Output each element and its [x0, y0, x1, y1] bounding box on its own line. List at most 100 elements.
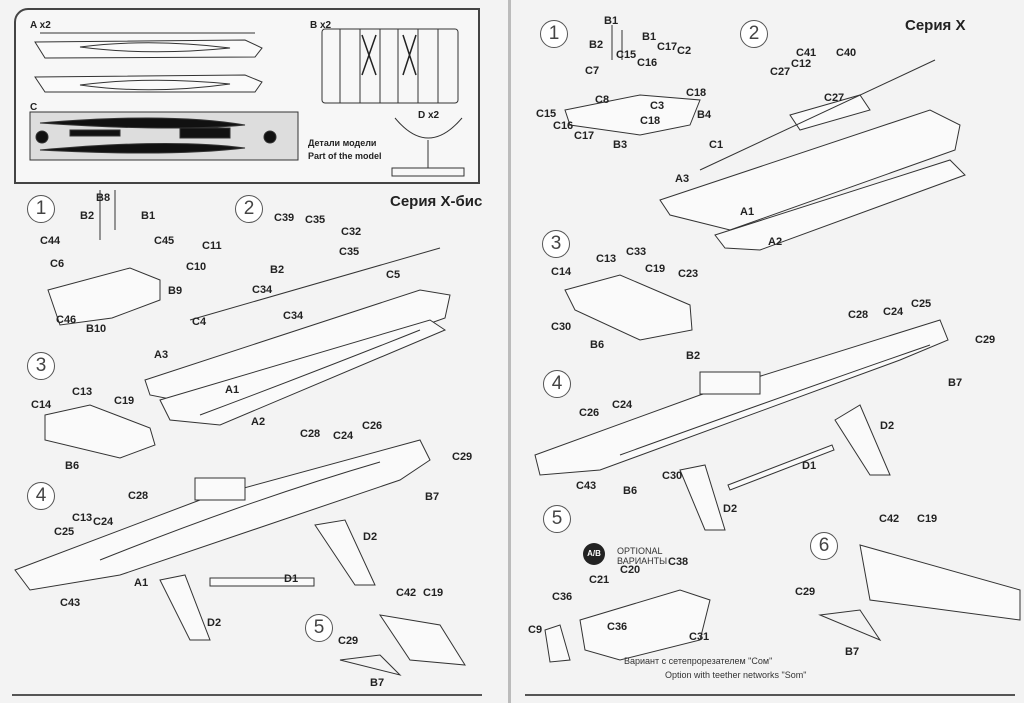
part-callout-label: A3 — [675, 173, 690, 185]
part-callout-label: B6 — [623, 485, 638, 497]
part-callout-label: A2 — [768, 236, 783, 248]
part-callout-label: B2 — [589, 39, 604, 51]
part-callout-label: C24 — [333, 430, 354, 442]
part-callout-label: C42 — [396, 587, 417, 599]
part-callout-label: C21 — [589, 574, 610, 586]
part-callout-label: C12 — [791, 58, 812, 70]
part-callout-label: C23 — [678, 268, 699, 280]
part-callout-label: C33 — [626, 246, 647, 258]
part-callout-label: C34 — [283, 310, 304, 322]
step-number-circle: 3 — [542, 230, 570, 258]
part-callout-label: B7 — [370, 677, 385, 689]
part-callout-label: A1 — [134, 577, 149, 589]
part-callout-label: C13 — [596, 253, 617, 265]
part-callout-label: C14 — [31, 399, 52, 411]
right-step1-tower-parts — [564, 25, 701, 136]
part-callout-label: C7 — [585, 65, 600, 77]
optional-ru: ВАРИАНТЫ — [617, 556, 668, 566]
part-callout-label: C32 — [341, 226, 362, 238]
stand-d-parts — [391, 117, 465, 177]
part-callout-label: C41 — [796, 47, 817, 59]
option-caption-en: Option with teether networks "Som" — [665, 670, 807, 680]
part-callout-label: D2 — [880, 420, 895, 432]
part-callout-label: C28 — [128, 490, 149, 502]
part-callout-label: C40 — [836, 47, 857, 59]
left-step1-conning-tower — [47, 190, 161, 326]
step-number-circle: 5 — [543, 505, 571, 533]
sprue-b-frame — [321, 28, 459, 104]
part-callout-label: B2 — [686, 350, 701, 362]
right-step5-bow-option — [544, 589, 711, 663]
right-step6-stern — [818, 544, 1021, 642]
part-callout-label: C38 — [668, 556, 689, 568]
part-callout-label: C39 — [274, 212, 295, 224]
part-callout-label: C16 — [553, 120, 574, 132]
part-callout-label: C1 — [709, 139, 724, 151]
left-step3-bow — [44, 404, 156, 459]
part-callout-label: C42 — [879, 513, 900, 525]
left-step5-stern — [339, 614, 466, 676]
part-callout-label: C43 — [576, 480, 597, 492]
part-callout-label: C11 — [202, 240, 222, 252]
step-number-circle: 2 — [235, 195, 263, 223]
part-callout-label: C24 — [883, 306, 904, 318]
part-callout-label: C6 — [50, 258, 65, 270]
left-step2-hull — [144, 247, 451, 426]
part-callout-label: B1 — [642, 31, 657, 43]
part-callout-label: C13 — [72, 512, 93, 524]
right-step2-hull — [659, 59, 966, 251]
part-callout-label: C2 — [677, 45, 692, 57]
part-callout-label: C31 — [689, 631, 710, 643]
part-callout-label: C29 — [338, 635, 359, 647]
right-step4-hull — [534, 319, 949, 531]
part-callout-label: A1 — [740, 206, 755, 218]
part-callout-label: C15 — [616, 49, 637, 61]
part-callout-label: C20 — [620, 564, 641, 576]
part-callout-label: A2 — [251, 416, 266, 428]
page-fold — [508, 0, 511, 703]
part-callout-label: C30 — [551, 321, 572, 333]
part-callout-label: D1 — [802, 460, 817, 472]
part-callout-label: D2 — [363, 531, 378, 543]
part-callout-label: C13 — [72, 386, 93, 398]
part-callout-label: C29 — [795, 586, 816, 598]
part-callout-label: C17 — [574, 130, 595, 142]
sprue-a-parts — [34, 32, 263, 93]
part-callout-label: B1 — [604, 15, 619, 27]
part-callout-label: B1 — [141, 210, 156, 222]
part-callout-label: C3 — [650, 100, 665, 112]
step-number-circle: 3 — [27, 352, 55, 380]
sprue-c-fret — [29, 111, 299, 161]
step-number-circle: 2 — [740, 20, 768, 48]
part-callout-label: D1 — [284, 573, 299, 585]
step-number-circle: 1 — [27, 195, 55, 223]
part-callout-label: C34 — [252, 284, 273, 296]
right-series-title: Серия X — [905, 17, 966, 34]
right-bottom-rule — [525, 694, 1015, 696]
part-callout-label: C15 — [536, 108, 557, 120]
step-number-circle: 4 — [543, 370, 571, 398]
part-callout-label: C28 — [848, 309, 869, 321]
part-callout-label: C8 — [595, 94, 610, 106]
part-callout-label: C45 — [154, 235, 175, 247]
part-callout-label: B10 — [86, 323, 107, 335]
part-callout-label: C35 — [339, 246, 360, 258]
part-callout-label: C18 — [686, 87, 707, 99]
part-callout-label: C24 — [93, 516, 114, 528]
step-number-circle: 6 — [810, 532, 838, 560]
part-callout-label: B3 — [613, 139, 628, 151]
step-number-circle: 1 — [540, 20, 568, 48]
stand-d-label: D x2 — [418, 110, 440, 121]
part-callout-label: B6 — [590, 339, 605, 351]
part-callout-label: D2 — [723, 503, 738, 515]
part-callout-label: C27 — [770, 66, 791, 78]
part-callout-label: B2 — [80, 210, 95, 222]
sprue-b-label: B x2 — [310, 20, 332, 31]
sprue-a-label: A x2 — [30, 20, 51, 31]
part-callout-label: C36 — [607, 621, 628, 633]
step-number-circle: 4 — [27, 482, 55, 510]
part-callout-label: C35 — [305, 214, 326, 226]
part-callout-label: B9 — [168, 285, 183, 297]
sprue-c-label: C — [30, 102, 38, 113]
